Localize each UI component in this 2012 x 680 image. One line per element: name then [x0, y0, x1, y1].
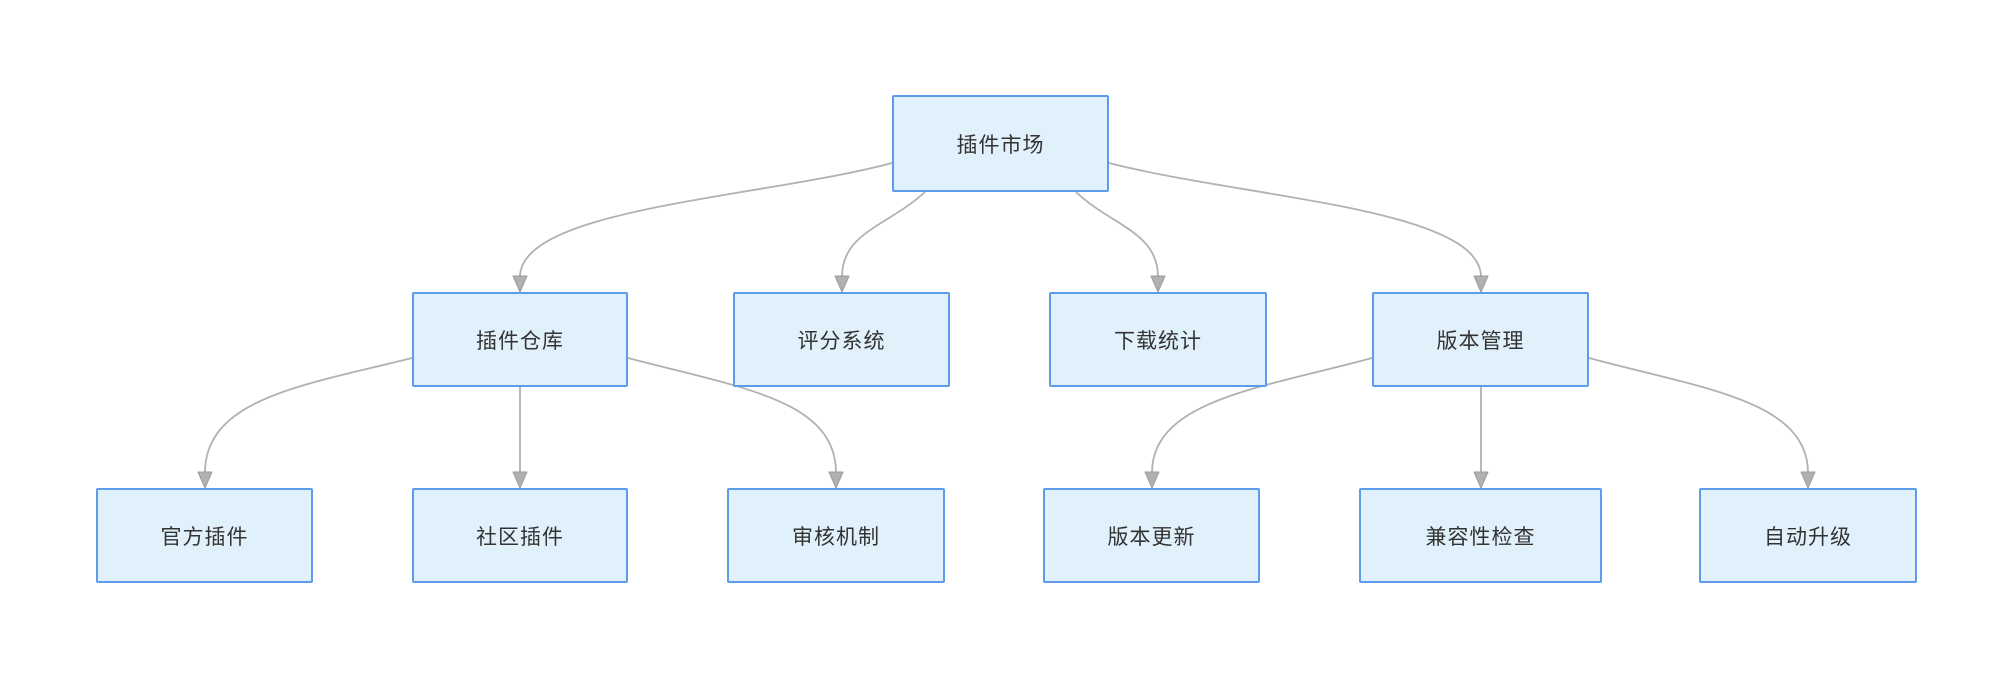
node-version-mgmt-label: 版本管理	[1436, 329, 1525, 353]
arrowhead-version-mgmt	[1473, 275, 1489, 293]
node-auto-upgrade-label: 自动升级	[1764, 525, 1852, 549]
node-plugin-market-label: 插件市场	[956, 133, 1045, 157]
node-community-plugins[interactable]: 社区插件	[412, 488, 628, 583]
arrowhead-rating-system	[834, 275, 850, 293]
edge-plugin-repo-to-official-plugins	[204, 357, 413, 474]
edge-plugin-market-to-version-mgmt	[1108, 162, 1482, 278]
node-official-plugins-label: 官方插件	[160, 525, 249, 549]
node-compat-check[interactable]: 兼容性检查	[1359, 488, 1602, 583]
node-community-plugins-label: 社区插件	[476, 525, 564, 549]
edge-plugin-market-to-rating-system	[841, 191, 926, 278]
node-download-stats-label: 下载统计	[1114, 329, 1202, 353]
node-review-mechanism-label: 审核机制	[792, 525, 880, 549]
node-rating-system-label: 评分系统	[797, 329, 886, 353]
arrowhead-plugin-repo	[512, 275, 528, 293]
edge-version-mgmt-to-auto-upgrade	[1588, 357, 1809, 474]
arrowhead-official-plugins	[197, 471, 213, 489]
node-plugin-market[interactable]: 插件市场	[892, 95, 1109, 192]
node-version-mgmt[interactable]: 版本管理	[1372, 292, 1589, 387]
arrowhead-auto-upgrade	[1800, 471, 1816, 489]
arrowhead-compat-check	[1473, 471, 1489, 489]
arrowhead-download-stats	[1150, 275, 1166, 293]
node-rating-system[interactable]: 评分系统	[733, 292, 950, 387]
node-plugin-repo[interactable]: 插件仓库	[412, 292, 628, 387]
arrowhead-review-mechanism	[828, 471, 844, 489]
node-download-stats[interactable]: 下载统计	[1049, 292, 1267, 387]
arrowhead-community-plugins	[512, 471, 528, 489]
edge-plugin-repo-to-review-mechanism	[627, 357, 837, 474]
edge-plugin-market-to-download-stats	[1075, 191, 1159, 278]
edge-plugin-market-to-plugin-repo	[519, 162, 893, 278]
node-auto-upgrade[interactable]: 自动升级	[1699, 488, 1917, 583]
node-version-update[interactable]: 版本更新	[1043, 488, 1260, 583]
node-review-mechanism[interactable]: 审核机制	[727, 488, 945, 583]
node-plugin-repo-label: 插件仓库	[476, 329, 564, 353]
arrowhead-version-update	[1144, 471, 1160, 489]
node-version-update-label: 版本更新	[1107, 525, 1196, 549]
node-official-plugins[interactable]: 官方插件	[96, 488, 313, 583]
edge-version-mgmt-to-version-update	[1151, 357, 1373, 474]
node-compat-check-label: 兼容性检查	[1425, 525, 1536, 549]
